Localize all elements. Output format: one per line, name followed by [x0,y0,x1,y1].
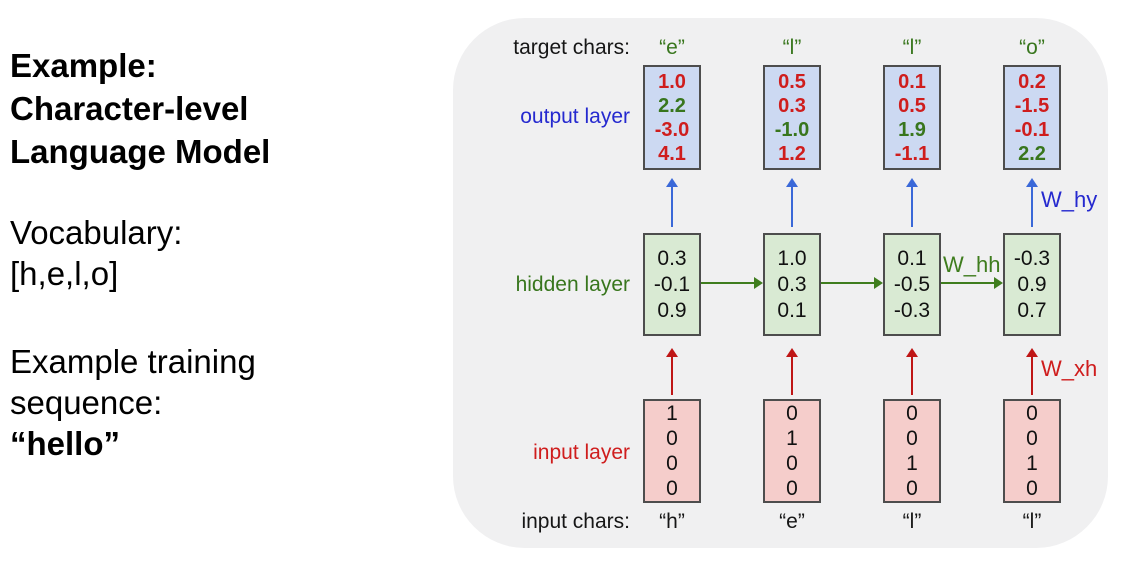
target-char: “e” [659,36,685,59]
input-value: 0 [1026,477,1038,500]
arrow-hidden-recurrent-icon [941,277,1003,289]
arrow-hidden-to-output-icon [666,178,678,227]
vocabulary-label: Vocabulary: [10,214,183,251]
output-value: 1.2 [778,142,806,165]
hidden-layer-label: hidden layer [515,273,630,296]
output-value: -3.0 [654,118,690,141]
input-one-hot-vector: 1 0 0 0 [643,399,701,503]
target-char: “l” [782,36,802,59]
hidden-value: 0.7 [1017,298,1047,322]
hidden-value: 0.9 [1017,272,1047,296]
hidden-value: -0.3 [1013,246,1051,270]
output-value: 0.5 [778,70,806,93]
target-chars-label: target chars: [513,36,630,59]
slide-title: Example: Character-level Language Model [10,44,270,173]
hidden-state-vector: 0.1 -0.5 -0.3 [883,233,941,336]
input-value: 0 [1026,402,1038,425]
hidden-value: 0.1 [897,246,927,270]
output-value: 1.9 [898,118,926,141]
input-value: 0 [906,402,918,425]
weight-label-w-hh: W_hh [943,252,1001,277]
input-value: 1 [1026,452,1038,475]
hidden-state-vector: -0.3 0.9 0.7 [1003,233,1061,336]
training-line: sequence: [10,384,163,421]
title-line: Language Model [10,133,271,170]
output-value: 0.2 [1018,70,1046,93]
arrow-input-to-hidden-icon [666,348,678,395]
output-vector: 0.2 -1.5 -0.1 2.2 [1003,65,1061,170]
output-value: 4.1 [658,142,686,165]
title-line: Example: [10,47,157,84]
input-one-hot-vector: 0 0 1 0 [883,399,941,503]
output-vector: 1.0 2.2 -3.0 4.1 [643,65,701,170]
vocabulary-text: Vocabulary: [h,e,l,o] [10,212,182,294]
output-value: -0.1 [1014,118,1050,141]
weight-label-w-xh: W_xh [1041,356,1098,381]
output-value: 0.3 [778,94,806,117]
input-value: 0 [786,452,798,475]
output-value: 1.0 [658,70,686,93]
arrow-hidden-recurrent-icon [821,277,883,289]
arrow-input-to-hidden-icon [906,348,918,395]
hidden-value: -0.3 [893,298,931,322]
hidden-value: 1.0 [777,246,807,270]
title-line: Character-level [10,90,249,127]
input-value: 0 [666,427,678,450]
training-sequence-value: “hello” [10,425,121,462]
input-one-hot-vector: 0 1 0 0 [763,399,821,503]
input-char: “h” [659,510,685,533]
hidden-value: -0.1 [653,272,691,296]
input-value: 0 [666,452,678,475]
arrow-hidden-recurrent-icon [701,277,763,289]
hidden-value: 0.9 [657,298,687,322]
input-char: “l” [902,510,922,533]
output-value: 0.1 [898,70,926,93]
input-value: 0 [906,427,918,450]
output-value: 0.5 [898,94,926,117]
input-value: 1 [666,402,678,425]
input-value: 0 [906,477,918,500]
input-one-hot-vector: 0 0 1 0 [1003,399,1061,503]
target-char: “l” [902,36,922,59]
input-value: 0 [1026,427,1038,450]
output-value: -1.1 [894,142,930,165]
output-value: 2.2 [1018,142,1046,165]
hidden-value: 0.3 [657,246,687,270]
input-char: “l” [1022,510,1042,533]
input-chars-label: input chars: [521,510,630,533]
training-sequence-text: Example training sequence: “hello” [10,341,256,464]
hidden-value: 0.1 [777,298,807,322]
output-value: -1.5 [1014,94,1050,117]
hidden-value: -0.5 [893,272,931,296]
input-value: 0 [786,477,798,500]
hidden-state-vector: 1.0 0.3 0.1 [763,233,821,336]
input-value: 0 [666,477,678,500]
arrow-hidden-to-output-icon [786,178,798,227]
input-value: 1 [786,427,798,450]
output-vector: 0.5 0.3 -1.0 1.2 [763,65,821,170]
input-value: 1 [906,452,918,475]
training-line: Example training [10,343,256,380]
input-char: “e” [779,510,805,533]
input-layer-label: input layer [533,441,630,464]
hidden-state-vector: 0.3 -0.1 0.9 [643,233,701,336]
vocabulary-set: [h,e,l,o] [10,255,119,292]
output-value: -1.0 [774,118,810,141]
input-value: 0 [786,402,798,425]
rnn-diagram-panel: target chars: “e” “l” “l” “o” output lay… [453,18,1108,548]
arrow-input-to-hidden-icon [1026,348,1038,395]
output-layer-label: output layer [520,105,630,128]
arrow-input-to-hidden-icon [786,348,798,395]
hidden-value: 0.3 [777,272,807,296]
arrow-hidden-to-output-icon [1026,178,1038,227]
target-char: “o” [1019,36,1045,59]
output-vector: 0.1 0.5 1.9 -1.1 [883,65,941,170]
weight-label-w-hy: W_hy [1041,187,1098,212]
output-value: 2.2 [658,94,686,117]
arrow-hidden-to-output-icon [906,178,918,227]
